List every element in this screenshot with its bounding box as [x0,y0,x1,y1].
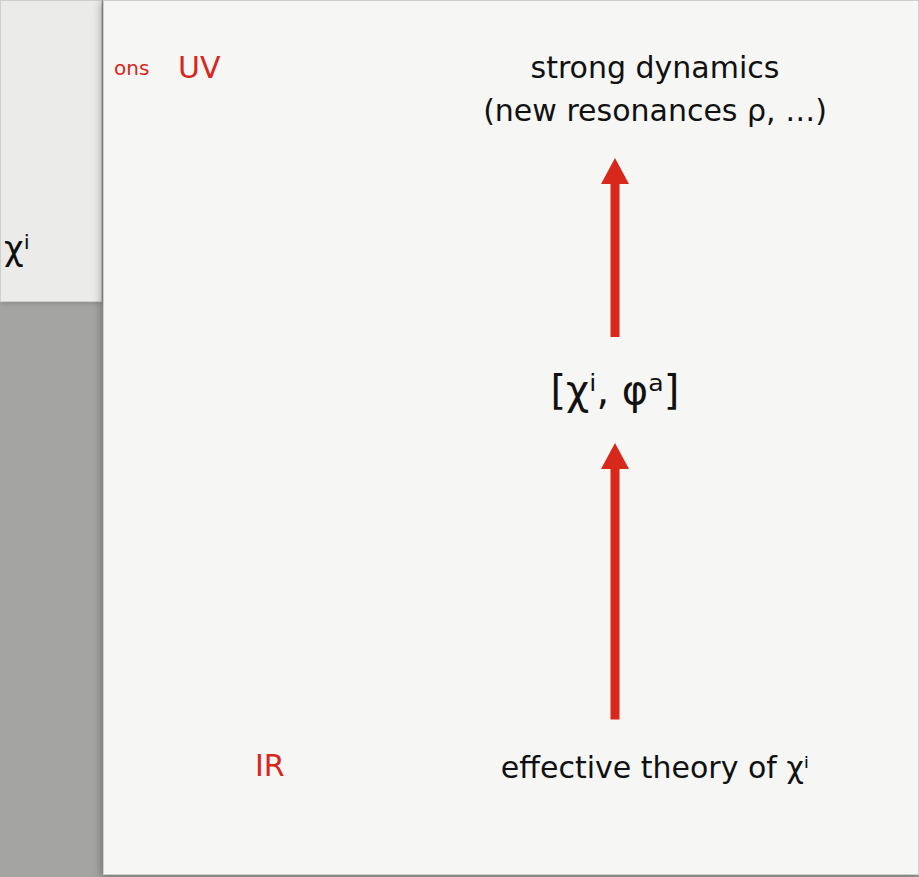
node-heading: effective theory of χⁱ [501,750,809,785]
text-node: effective theory of χⁱ [481,720,829,815]
arrow-connector [601,443,629,720]
side-label: UV [178,50,220,85]
node-body: (new resonances ρ, …) [483,93,827,128]
arrow-shaft [611,465,620,720]
node-heading: strong dynamics [483,50,827,85]
arrow-head [601,443,629,469]
side-label: IR [255,748,285,783]
slide-panel [103,0,919,875]
arrow-connector [601,158,629,337]
arrow-shaft [611,180,620,337]
text-node: [χⁱ, φᵃ] [531,337,700,443]
arrow-head [601,158,629,184]
node-heading: [χⁱ, φᵃ] [551,367,680,413]
side-label: ons [114,56,149,80]
text-node: strong dynamics (new resonances ρ, …) [463,20,847,158]
side-label: χⁱ [4,228,30,268]
